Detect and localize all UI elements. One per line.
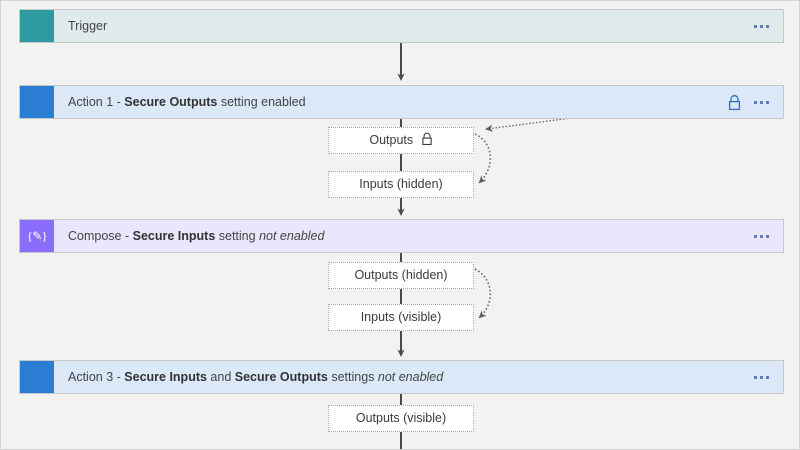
trigger-swatch-icon — [20, 10, 54, 42]
io-box-outputs-locked-label: Outputs — [369, 133, 414, 147]
annotation-curve-secure-outputs — [474, 133, 492, 184]
workflow-row-compose-label: Compose - Secure Inputs setting not enab… — [68, 229, 325, 243]
io-box-outputs-hidden: Outputs (hidden) — [328, 262, 474, 289]
compose-braces-pencil-icon: {✎} — [20, 220, 54, 252]
action3-more-menu-icon[interactable] — [754, 375, 769, 379]
io-box-outputs-visible: Outputs (visible) — [328, 405, 474, 432]
workflow-row-action3[interactable]: Action 3 - Secure Inputs and Secure Outp… — [19, 360, 784, 394]
action1-more-menu-icon[interactable] — [754, 100, 769, 104]
action-swatch-icon — [20, 361, 54, 393]
workflow-row-action1-label: Action 1 - Secure Outputs setting enable… — [68, 95, 306, 109]
io-box-inputs-visible: Inputs (visible) — [328, 304, 474, 331]
workflow-row-action3-label: Action 3 - Secure Inputs and Secure Outp… — [68, 370, 444, 384]
action-swatch-icon — [20, 86, 54, 118]
workflow-row-trigger[interactable]: Trigger — [19, 9, 784, 43]
annotation-curve-secure-inputs — [474, 268, 492, 319]
trigger-more-menu-icon[interactable] — [754, 24, 769, 28]
workflow-row-trigger-label: Trigger — [68, 19, 108, 33]
workflow-row-compose[interactable]: {✎} Compose - Secure Inputs setting not … — [19, 219, 784, 253]
workflow-row-action1[interactable]: Action 1 - Secure Outputs setting enable… — [19, 85, 784, 119]
io-box-inputs-hidden: Inputs (hidden) — [328, 171, 474, 198]
lock-icon — [421, 130, 433, 155]
compose-more-menu-icon[interactable] — [754, 234, 769, 238]
io-box-outputs-locked: Outputs — [328, 127, 474, 154]
secure-outputs-lock-icon — [727, 94, 742, 111]
